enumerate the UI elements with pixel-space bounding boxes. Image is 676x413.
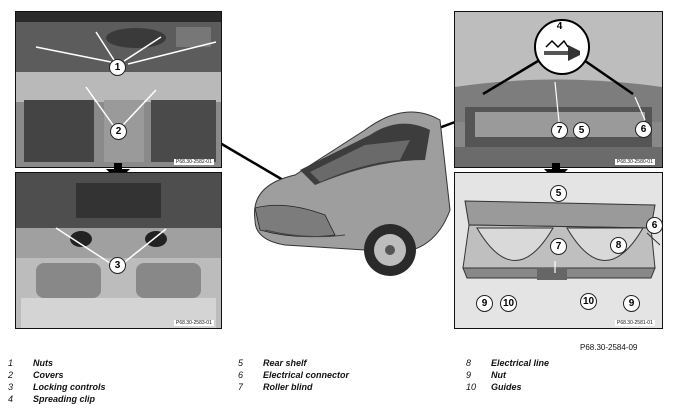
- legend-label-2: Covers: [33, 370, 64, 380]
- callout-6-top: 6: [635, 121, 652, 138]
- legend-label-3: Locking controls: [33, 382, 106, 392]
- callout-6-bottom: 6: [646, 217, 662, 234]
- legend: 1 Nuts 2 Covers 3 Locking controls 4 Spr…: [0, 356, 676, 413]
- panel-mid-left: 3 P68.30-2583-01: [15, 172, 222, 329]
- car-illustration: [254, 111, 451, 276]
- callout-10-left: 10: [500, 295, 517, 312]
- legend-num-3: 3: [8, 382, 14, 392]
- legend-num-6: 6: [238, 370, 244, 380]
- panel-top-left-drawing: [16, 12, 221, 162]
- legend-label-7: Roller blind: [263, 382, 313, 392]
- legend-label-1: Nuts: [33, 358, 53, 368]
- legend-num-5: 5: [238, 358, 244, 368]
- callout-9-right: 9: [623, 295, 640, 312]
- panel-bottom-right-drawing: [462, 200, 661, 280]
- panel-code-mid-left: P68.30-2583-01: [174, 320, 214, 326]
- callout-7-top: 7: [551, 122, 568, 139]
- callout-2: 2: [110, 123, 127, 140]
- panel-code-top-left: P68.30-2582-01: [174, 159, 214, 165]
- callout-4: 4: [556, 21, 563, 32]
- callout-1: 1: [109, 59, 126, 76]
- callout-9-left: 9: [476, 295, 493, 312]
- callout-5-top: 5: [573, 122, 590, 139]
- legend-num-4: 4: [8, 394, 14, 404]
- callout-7-bottom: 7: [550, 238, 567, 255]
- callout-3: 3: [109, 257, 126, 274]
- legend-label-6: Electrical connector: [263, 370, 350, 380]
- panel-mid-left-drawing: [16, 173, 221, 328]
- callout-10-right: 10: [580, 293, 597, 310]
- panel-code-top-right: P68.30-2580-01: [615, 159, 655, 165]
- panel-bottom-right: 5 6 7 8 9 10 10 9 P68.30-2581-01: [454, 172, 663, 329]
- legend-label-8: Electrical line: [491, 358, 550, 368]
- figure-code: P68.30-2584-09: [580, 343, 638, 352]
- legend-num-10: 10: [466, 382, 477, 392]
- legend-label-5: Rear shelf: [263, 358, 307, 368]
- panel-code-bottom-right: P68.30-2581-01: [615, 320, 655, 326]
- spreading-clip-magnifier: [534, 19, 590, 75]
- legend-label-4: Spreading clip: [33, 394, 96, 404]
- legend-num-2: 2: [8, 370, 14, 380]
- legend-label-10: Guides: [491, 382, 522, 392]
- callout-5-bottom: 5: [550, 185, 567, 202]
- legend-num-7: 7: [238, 382, 244, 392]
- panel-top-right: 4 7 5 6 P68.30-2580-01: [454, 11, 663, 168]
- down-arrow-right-stem: [552, 163, 560, 169]
- down-arrow-left-stem: [114, 163, 122, 169]
- panel-top-left: 1 2 P68.30-2582-01: [15, 11, 222, 168]
- legend-num-1: 1: [8, 358, 14, 368]
- legend-num-9: 9: [466, 370, 472, 380]
- callout-8: 8: [610, 237, 627, 254]
- legend-label-9: Nut: [491, 370, 506, 380]
- legend-num-8: 8: [466, 358, 472, 368]
